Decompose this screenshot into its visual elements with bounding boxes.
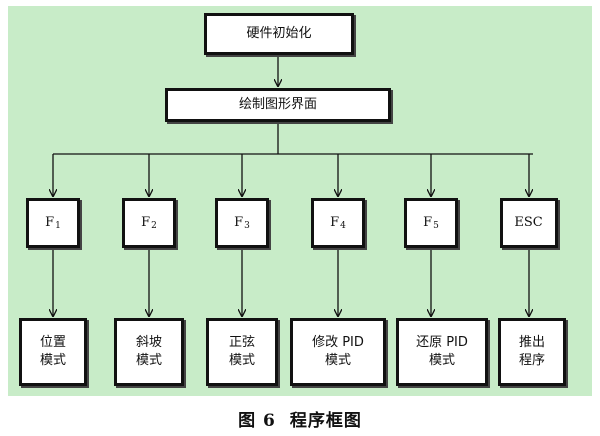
key-esc-label: ESC [514,215,543,231]
position-mode-box: 位置模式 [19,318,87,386]
restore-pid-mode-line1: 还原 PID [416,335,468,351]
key-f2-label: F [141,215,151,231]
key-f5-subscript: 5 [433,220,439,231]
key-f1-subscript: 1 [55,220,61,231]
exit-program-line2: 程序 [518,353,545,368]
exit-program-line1: 推出 [518,335,545,351]
figure-number: 图 6 [238,411,276,431]
sine-mode-box: 正弦模式 [206,318,278,386]
key-f2-subscript: 2 [151,220,157,231]
ramp-mode-line1: 斜坡 [135,335,162,351]
key-f5-label: F [423,215,433,231]
modify-pid-mode-line2: 模式 [324,353,351,368]
restore-pid-mode-box: 还原 PID 模式 [396,318,488,386]
sine-mode-line1: 正弦 [228,335,255,351]
hardware-init-label: 硬件初始化 [246,26,312,42]
draw-gui-box: 绘制图形界面 [165,88,391,122]
figure-title: 程序框图 [289,411,362,431]
ramp-mode-line2: 模式 [135,353,162,368]
key-f4-subscript: 4 [340,220,346,231]
sine-mode-line2: 模式 [228,353,255,368]
position-mode-line2: 模式 [39,353,66,368]
exit-program-box: 推出程序 [498,318,566,386]
key-f1-label: F [45,215,55,231]
position-mode-line1: 位置 [39,335,66,351]
hardware-init-box: 硬件初始化 [204,13,354,55]
modify-pid-mode-box: 修改 PID 模式 [290,318,386,386]
ramp-mode-box: 斜坡模式 [114,318,184,386]
key-f4-label: F [330,215,340,231]
key-f3-subscript: 3 [244,220,250,231]
key-f3-label: F [234,215,244,231]
key-esc-box: ESC [500,198,558,248]
restore-pid-mode-line2: 模式 [428,353,455,368]
modify-pid-mode-line1: 修改 PID [312,335,364,351]
figure-caption: 图 6 程序框图 [0,406,600,431]
draw-gui-label: 绘制图形界面 [238,97,317,113]
